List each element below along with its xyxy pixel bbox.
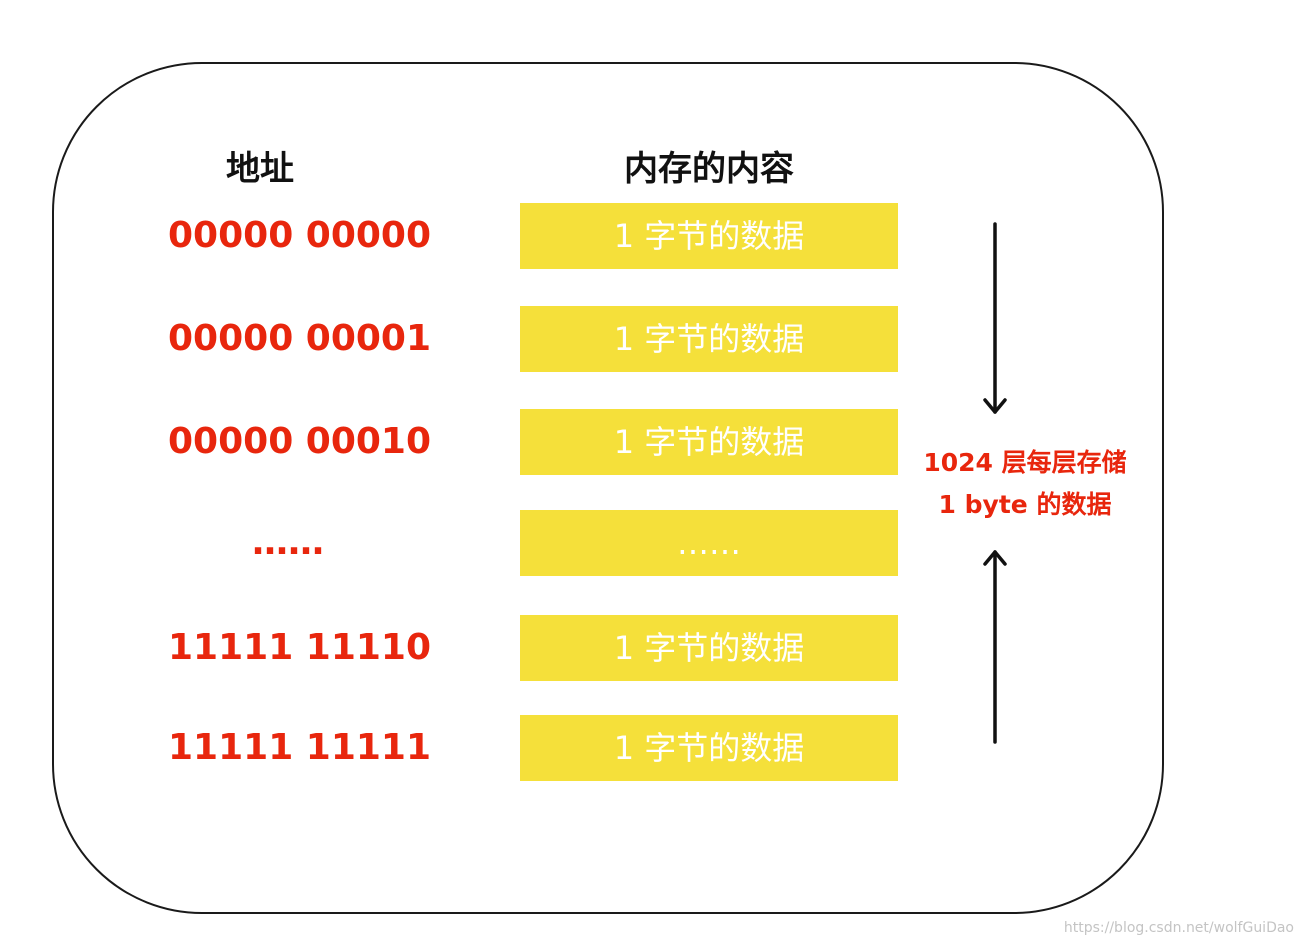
address-label: 00000 00001 [168,318,432,359]
address-label: 00000 00010 [168,421,432,462]
memory-row: 11111 11111 1 字节的数据 [0,715,1000,781]
memory-cell-ellipsis: …… [520,510,898,576]
address-label: 11111 11110 [168,627,432,668]
down-arrow-icon [983,222,1007,414]
memory-cell: 1 字节的数据 [520,306,898,372]
address-header: 地址 [226,149,294,189]
memory-row: 00000 00000 1 字节的数据 [0,203,1000,269]
memory-cell: 1 字节的数据 [520,203,898,269]
address-ellipsis: …… [252,522,324,563]
up-arrow-icon [983,550,1007,744]
layer-note-line1: 1024 层每层存储 [923,448,1127,477]
memory-cell: 1 字节的数据 [520,409,898,475]
memory-row: 00000 00010 1 字节的数据 [0,409,1000,475]
watermark: https://blog.csdn.net/wolfGuiDao [1063,920,1294,936]
address-label: 00000 00000 [168,215,432,256]
layer-note-line2: 1 byte 的数据 [938,490,1112,519]
range-arrows [983,222,1007,744]
rounded-frame [52,62,1164,914]
memory-cell: 1 字节的数据 [520,715,898,781]
memory-row: 00000 00001 1 字节的数据 [0,306,1000,372]
memory-content-header: 内存的内容 [624,149,794,189]
layer-note: 1024 层每层存储 1 byte 的数据 [900,442,1150,526]
memory-cell: 1 字节的数据 [520,615,898,681]
address-label: 11111 11111 [168,727,432,768]
memory-row-ellipsis: …… …… [0,510,1000,576]
memory-row: 11111 11110 1 字节的数据 [0,615,1000,681]
